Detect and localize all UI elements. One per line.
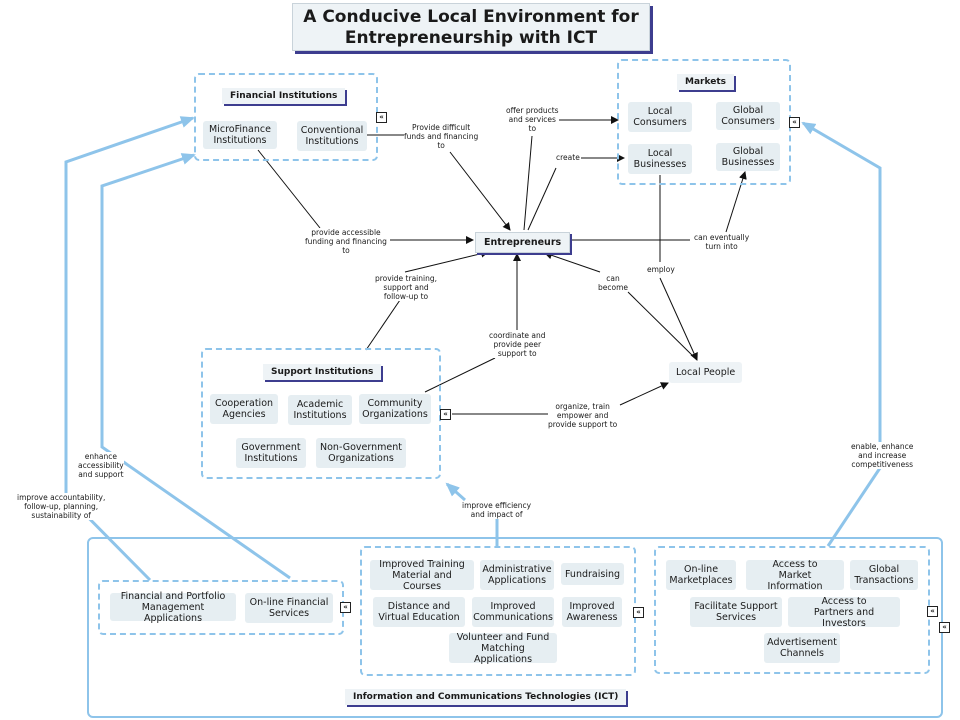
local-consumers-node[interactable]: Local Consumers bbox=[628, 102, 692, 132]
line-local-people-to-can-become bbox=[627, 291, 698, 361]
distance-virtual-education-node[interactable]: Distance and Virtual Education bbox=[373, 597, 465, 627]
support-institutions-header: Support Institutions bbox=[263, 364, 382, 380]
microfinance-institutions-node[interactable]: MicroFinance Institutions bbox=[203, 121, 277, 149]
line-community-to-coordinate bbox=[424, 357, 496, 393]
administrative-applications-node[interactable]: Administrative Applications bbox=[480, 560, 554, 590]
local-people-node[interactable]: Local People bbox=[669, 362, 743, 383]
line-organize-to-local-people bbox=[619, 382, 669, 406]
label-employ: employ bbox=[647, 265, 675, 274]
label-improve-efficiency: improve efficiency and impact of bbox=[462, 501, 532, 519]
line-can-eventually-to-global-businesses bbox=[725, 171, 747, 233]
label-coordinate: coordinate and provide peer support to bbox=[489, 331, 546, 358]
improved-awareness-node[interactable]: Improved Awareness bbox=[562, 597, 622, 627]
expand-ict-finance-icon[interactable]: « bbox=[340, 602, 351, 613]
label-enhance-accessibility: enhance accessibility and support bbox=[78, 452, 124, 479]
expand-financial-icon[interactable]: « bbox=[376, 112, 387, 123]
fundraising-node[interactable]: Fundraising bbox=[561, 563, 624, 585]
label-offer-products: offer products and services to bbox=[506, 106, 559, 133]
line-ict-accessibility-to-financial bbox=[100, 153, 291, 580]
label-provide-difficult: Provide difficult funds and financing to bbox=[404, 123, 479, 150]
label-provide-training: provide training, support and follow-up … bbox=[375, 274, 437, 301]
label-improve-accountability: improve accountability, follow-up, plann… bbox=[17, 493, 106, 520]
global-businesses-node[interactable]: Global Businesses bbox=[716, 143, 780, 171]
line-provide-difficult-to-entrepreneurs bbox=[449, 151, 511, 231]
conventional-institutions-node[interactable]: Conventional Institutions bbox=[297, 121, 367, 151]
partners-investors-node[interactable]: Access to Partners and Investors bbox=[788, 596, 900, 629]
expand-support-icon[interactable]: « bbox=[440, 409, 451, 420]
expand-ict-markets-icon[interactable]: « bbox=[927, 606, 938, 617]
academic-institutions-node[interactable]: Academic Institutions bbox=[288, 395, 352, 425]
diagram-title: A Conducive Local Environment for Entrep… bbox=[292, 3, 650, 51]
ict-header: Information and Communications Technolog… bbox=[345, 689, 627, 705]
line-microfinance-to-provide bbox=[257, 149, 321, 229]
online-financial-services-node[interactable]: On-line Financial Services bbox=[245, 593, 333, 623]
improved-training-node[interactable]: Improved Training Material and Courses bbox=[370, 559, 474, 592]
label-can-become: can become bbox=[598, 274, 629, 292]
financial-institutions-header: Financial Institutions bbox=[222, 88, 346, 104]
community-organizations-node[interactable]: Community Organizations bbox=[359, 394, 431, 424]
line-entrepreneurs-to-create bbox=[527, 167, 557, 231]
label-provide-accessible: provide accessible funding and financing… bbox=[305, 228, 387, 255]
financial-portfolio-node[interactable]: Financial and Portfolio Management Appli… bbox=[110, 591, 236, 624]
line-provide-training-to-entrepreneurs bbox=[404, 249, 489, 273]
advertisement-channels-node[interactable]: Advertisement Channels bbox=[764, 633, 840, 663]
market-information-node[interactable]: Access to Market Information bbox=[746, 559, 844, 592]
volunteer-fund-matching-node[interactable]: Volunteer and Fund Matching Applications bbox=[449, 632, 557, 665]
line-efficiency-to-support bbox=[445, 482, 466, 502]
label-can-eventually: can eventually turn into bbox=[694, 233, 750, 251]
line-entrepreneurs-to-offer bbox=[523, 135, 533, 231]
label-organize: organize, train empower and provide supp… bbox=[548, 402, 618, 429]
label-create: create bbox=[556, 153, 580, 162]
line-employ-to-local-people bbox=[659, 277, 698, 361]
online-marketplaces-node[interactable]: On-line Marketplaces bbox=[666, 560, 736, 590]
line-can-become-to-entrepreneurs bbox=[544, 251, 601, 273]
expand-markets-icon[interactable]: « bbox=[789, 117, 800, 128]
line-support-to-provide-training bbox=[365, 299, 401, 351]
non-government-organizations-node[interactable]: Non-Government Organizations bbox=[316, 438, 406, 468]
facilitate-support-node[interactable]: Facilitate Support Services bbox=[690, 597, 782, 627]
global-transactions-node[interactable]: Global Transactions bbox=[850, 560, 918, 590]
line-ict-markets-to-markets bbox=[801, 121, 882, 547]
improved-communications-node[interactable]: Improved Communications bbox=[472, 597, 554, 627]
government-institutions-node[interactable]: Government Institutions bbox=[236, 438, 306, 468]
markets-header: Markets bbox=[677, 74, 734, 90]
label-enable-enhance: enable, enhance and increase competitive… bbox=[851, 442, 914, 469]
global-consumers-node[interactable]: Global Consumers bbox=[716, 102, 780, 130]
cooperation-agencies-node[interactable]: Cooperation Agencies bbox=[210, 394, 278, 424]
local-businesses-node[interactable]: Local Businesses bbox=[628, 144, 692, 174]
expand-ict-outer-icon[interactable]: « bbox=[939, 622, 950, 633]
expand-ict-training-icon[interactable]: « bbox=[633, 607, 644, 618]
entrepreneurs-node[interactable]: Entrepreneurs bbox=[475, 232, 571, 253]
